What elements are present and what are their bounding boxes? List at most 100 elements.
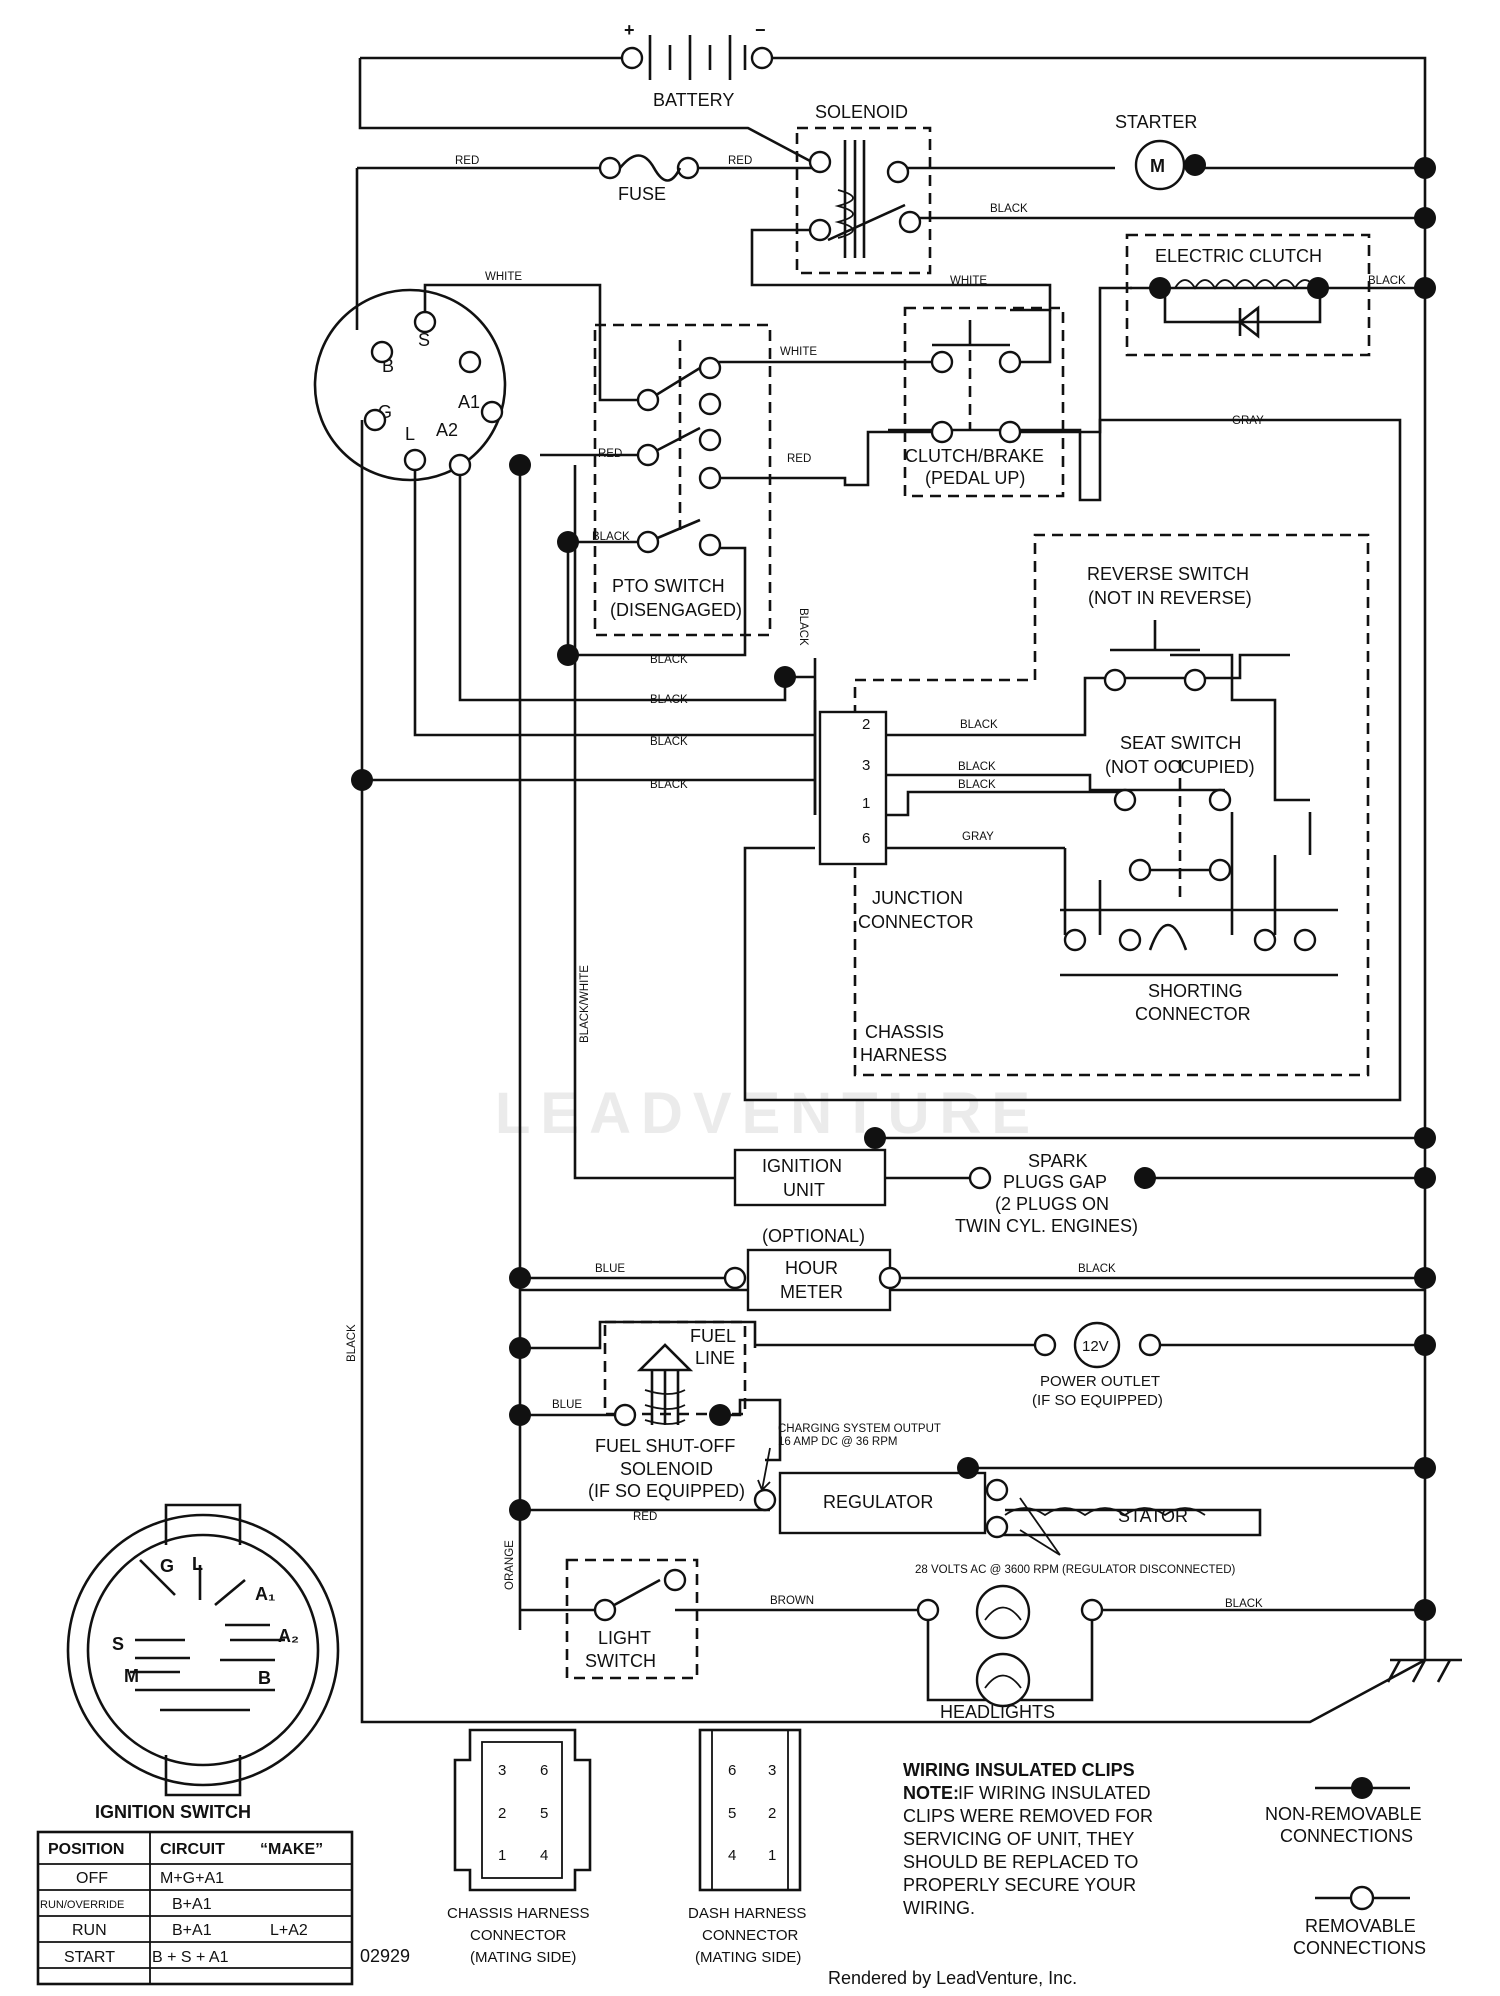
table-row-2-make: L+A2 [270,1922,308,1939]
removable-node-12 [698,466,722,490]
terminal-l: L [405,424,415,444]
wire-label-black-5: BLACK [650,694,688,706]
wire-labels: RED RED BLACK BLACK WHITE WHITE WHITE GR… [346,155,1406,1610]
removable-node-27 [1253,928,1277,952]
hour-meter-label-2: METER [780,1282,843,1302]
removable-node-10 [636,443,660,467]
removable-node-1 [370,340,394,364]
connection-nodes [351,154,1436,1622]
solenoid: SOLENOID [808,102,922,258]
electric-clutch-label: ELECTRIC CLUTCH [1155,246,1322,266]
dash-connector-label-3: (MATING SIDE) [695,1949,801,1966]
removable-node-3 [480,400,504,424]
fuse: FUSE [598,154,700,204]
chassis-pin-3: 3 [498,1762,506,1779]
removable-node-34 [613,1403,637,1427]
non-removable-node-10 [1414,1127,1436,1149]
wire-label-black-vertical-2: BLACK [346,1324,358,1362]
junction-connector-label-2: CONNECTOR [858,912,974,932]
starter-symbol: M [1150,156,1165,176]
shorting-connector-label: SHORTING [1148,981,1243,1001]
ignition-face-a1: A₁ [255,1584,275,1604]
removable-node-15 [930,350,954,374]
removable-node-40 [916,1598,940,1622]
removable-node-36 [985,1478,1009,1502]
non-removable-node-2 [1414,277,1436,299]
table-row-1-circuit: B+A1 [172,1896,212,1913]
power-outlet-label-2: (IF SO EQUIPPED) [1032,1392,1163,1409]
non-removable-node-17 [509,1404,531,1426]
pto-switch-state: (DISENGAGED) [610,600,742,620]
wire-label-red-2: RED [728,155,752,167]
component-outlines [565,126,1371,1680]
note-line-2: SERVICING OF UNIT, THEY [903,1829,1134,1849]
removable-node-16 [998,350,1022,374]
chassis-harness-connector: 3 6 2 5 1 4 CHASSIS HARNESS CONNECTOR (M… [447,1728,592,1966]
junction-connector: 2 3 1 6 JUNCTION CONNECTOR CHASSIS HARNE… [818,710,974,1065]
spark-plugs-label-4: TWIN CYL. ENGINES) [955,1216,1138,1236]
removable-node-4 [363,408,387,432]
electric-clutch: ELECTRIC CLUTCH [1155,246,1322,339]
wire-label-black-11: BLACK [1078,1263,1116,1275]
spark-plugs: SPARK PLUGS GAP (2 PLUGS ON TWIN CYL. EN… [955,1151,1138,1236]
fuel-shutoff-label: FUEL SHUT-OFF [595,1436,735,1456]
removable-node-26 [1118,928,1142,952]
non-removable-node-14 [1414,1267,1436,1289]
stator-label: STATOR [1118,1506,1188,1526]
stator-volts-label: 28 VOLTS AC @ 3600 RPM (REGULATOR DISCON… [915,1564,1236,1576]
note-line-3: SHOULD BE REPLACED TO [903,1852,1138,1872]
wire-label-white-2: WHITE [950,275,987,287]
regulator-label: REGULATOR [823,1492,933,1512]
chassis-pin-4: 4 [540,1847,548,1864]
removable-node-35 [753,1488,777,1512]
wire-label-white-1: WHITE [485,271,522,283]
removable-node-2 [458,350,482,374]
wire-label-white-3: WHITE [780,346,817,358]
solenoid-label: SOLENOID [815,102,908,122]
clutch-brake-switch: CLUTCH/BRAKE (PEDAL UP) [905,320,1044,488]
spark-plugs-label-2: PLUGS GAP [1003,1172,1107,1192]
table-row-0-position: OFF [76,1870,108,1887]
ground-symbol [1386,1658,1462,1683]
wire-label-black-6: BLACK [650,736,688,748]
non-removable-node-13 [509,1267,531,1289]
hour-meter-label: HOUR [785,1258,838,1278]
headlights-label: HEADLIGHTS [940,1702,1055,1722]
non-removable-node-20 [1414,1457,1436,1479]
wire-label-gray-2: GRAY [962,831,994,843]
table-header-circuit: CIRCUIT [160,1841,225,1858]
hour-meter: (OPTIONAL) HOUR METER [746,1226,892,1312]
seat-switch-state: (NOT OCCUPIED) [1105,757,1255,777]
table-row-2-position: RUN [72,1922,107,1939]
legend-non-removable: NON-REMOVABLE [1265,1804,1422,1824]
note-title: WIRING INSULATED CLIPS [903,1760,1135,1780]
ignition-face-b: B [258,1668,271,1688]
power-outlet-symbol: 12V [1082,1338,1109,1355]
wire-label-gray-1: GRAY [1232,415,1264,427]
non-removable-node-1 [1414,207,1436,229]
non-removable-node-7 [774,666,796,688]
non-removable-node-16 [1414,1334,1436,1356]
pto-switch: PTO SWITCH (DISENGAGED) [610,340,742,620]
dash-connector-label: DASH HARNESS [688,1905,806,1922]
note-line-5: WIRING. [903,1898,975,1918]
removable-node-9 [698,392,722,416]
note-line-0: IF WIRING INSULATED [958,1783,1151,1803]
fuel-shutoff-solenoid: FUEL LINE FUEL SHUT-OFF SOLENOID (IF SO … [588,1326,745,1501]
wire-label-black-4: BLACK [650,654,688,666]
removable-node-23 [1128,858,1152,882]
reverse-switch-label: REVERSE SWITCH [1087,564,1249,584]
wire-label-orange: ORANGE [504,1540,516,1590]
optional-label: (OPTIONAL) [762,1226,865,1246]
battery-minus: − [755,20,766,40]
watermark: LEADVENTURE [495,1081,1040,1146]
non-removable-node-3 [1184,154,1206,176]
chassis-pin-2: 2 [498,1805,506,1822]
reverse-switch: REVERSE SWITCH (NOT IN REVERSE) [1087,564,1252,652]
table-row-3-circuit: B + S + A1 [152,1949,229,1966]
wire-label-black-vertical-1: BLACK [797,608,809,646]
non-removable-node-5 [557,531,579,553]
ignition-switch-table: POSITION CIRCUIT “MAKE” OFF M+G+A1 RUN/O… [36,1830,354,1986]
removable-node-0 [413,310,437,334]
table-row-3-position: START [64,1949,115,1966]
